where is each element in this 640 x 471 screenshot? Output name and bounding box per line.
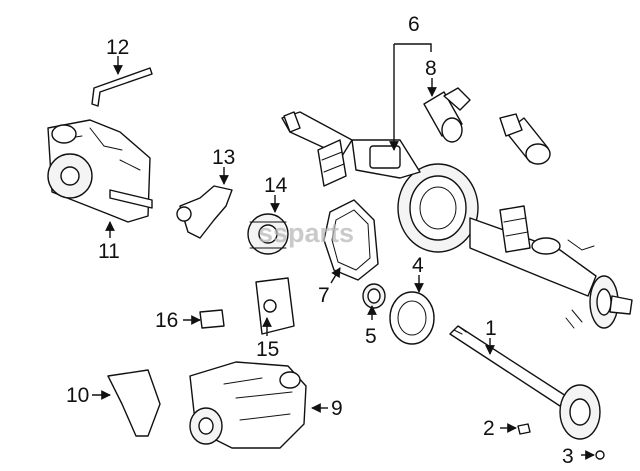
callout-7: 7	[318, 284, 330, 307]
leader-6-bracket	[394, 43, 432, 52]
shift-lever	[91, 67, 153, 107]
callout-1: 1	[485, 317, 497, 340]
callout-13: 13	[212, 146, 235, 169]
leader-lines	[92, 43, 595, 460]
lug-nut	[595, 450, 605, 460]
callout-9: 9	[331, 397, 343, 420]
leader-7	[330, 267, 341, 284]
wheel-stud	[517, 423, 531, 435]
bracket-hole	[263, 299, 277, 313]
callout-12: 12	[106, 36, 129, 59]
axle-gasket	[389, 291, 435, 345]
shift-fork	[176, 185, 233, 239]
callout-8: 8	[425, 57, 437, 80]
callout-2: 2	[483, 417, 495, 440]
callout-labels: 1 2 3 4 5 6 7 8 9 10 11 12 13 14 15 16	[66, 13, 574, 468]
callout-16: 16	[155, 309, 178, 332]
callout-15: 15	[256, 338, 279, 361]
callout-11: 11	[98, 240, 120, 263]
oil-seal	[362, 283, 386, 309]
watermark-text: ssparts	[258, 218, 354, 248]
diff-lock-actuator	[247, 213, 289, 255]
carrier-gasket	[323, 199, 379, 281]
axle-housing	[281, 111, 633, 329]
callout-5: 5	[365, 325, 377, 348]
transfer-case	[47, 119, 153, 223]
indicator-switch	[199, 309, 225, 329]
bearing-retainer-pair	[423, 87, 551, 165]
axle-shaft	[449, 325, 601, 440]
mount-bracket	[107, 369, 161, 437]
differential-carrier	[189, 361, 307, 449]
callout-10: 10	[66, 384, 89, 407]
callout-14: 14	[264, 174, 288, 197]
callout-6: 6	[408, 13, 420, 36]
callout-4: 4	[412, 254, 424, 277]
callout-3: 3	[562, 445, 574, 468]
